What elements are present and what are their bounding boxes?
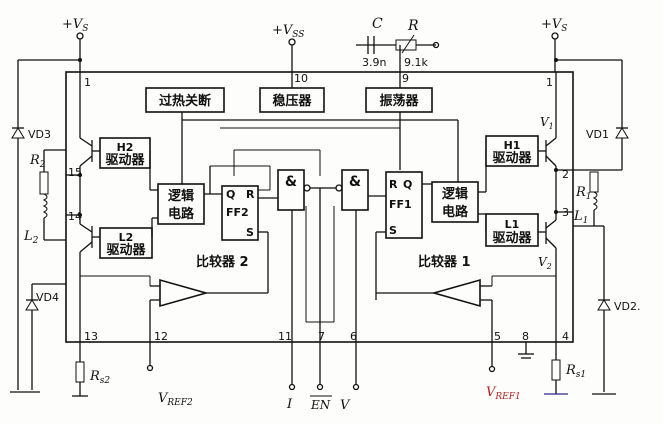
rs1-label: Rs1 (565, 363, 586, 380)
l2-driver-line1: L2 (119, 231, 134, 244)
r-value: 9.1k (404, 56, 428, 69)
logic-right-line1: 逻辑 (442, 186, 468, 202)
h1-driver-line1: H1 (504, 139, 521, 152)
r2-label: R2 (29, 153, 46, 170)
vd1-label: VD1 (586, 128, 609, 141)
oscillator-label: 振荡器 (379, 93, 419, 109)
vd2-label: VD2. (614, 300, 641, 313)
pin-5: 5 (494, 330, 501, 343)
pin-12: 12 (154, 330, 168, 343)
logic-left-line2: 电路 (168, 206, 195, 222)
comparator-1-symbol (431, 278, 481, 308)
logic-right-line2: 电路 (442, 204, 469, 220)
r1-label: R1 (575, 185, 592, 202)
vref2-label: VREF2 (158, 391, 193, 408)
pin-2: 2 (562, 168, 569, 181)
pin-11: 11 (278, 330, 292, 343)
ff2-block (221, 185, 259, 241)
h2-driver-line2: 驱动器 (105, 153, 145, 168)
pin-1-right: 1 (546, 76, 553, 89)
logic-left-line1: 逻辑 (168, 188, 194, 204)
pin-7: 7 (318, 330, 325, 343)
l1-driver-line1: L1 (505, 218, 520, 231)
h1-driver-block (485, 135, 539, 167)
vd4-label: VD4 (36, 291, 59, 304)
comparator-2-label: 比较器 2 (196, 254, 249, 270)
vs-right-terminal (551, 32, 559, 40)
in-right-label: V (340, 398, 351, 413)
vss-label: +VSS (272, 23, 304, 40)
pin-9: 9 (402, 72, 409, 85)
comparator-2-symbol (159, 278, 209, 308)
logic-right-block (431, 181, 479, 223)
pin-4: 4 (562, 330, 569, 343)
c-value: 3.9n (362, 56, 386, 69)
regulator-block (259, 87, 325, 113)
ff2-q: Q (226, 188, 235, 201)
h2-driver-line1: H2 (117, 141, 134, 154)
ff2-name: FF2 (226, 206, 249, 219)
and-gate-right (341, 169, 369, 211)
pin-13: 13 (84, 330, 98, 343)
l1-label: L1 (573, 209, 588, 226)
l2-driver-line2: 驱动器 (106, 243, 146, 258)
regulator-label: 稳压器 (272, 93, 312, 109)
thermal-shutdown-block (145, 87, 225, 113)
h1-driver-line2: 驱动器 (492, 151, 532, 166)
ff1-s: S (389, 224, 397, 237)
l1-driver-line2: 驱动器 (492, 231, 532, 246)
oscillator-block (365, 87, 433, 113)
en-label: EN (310, 398, 331, 412)
v1-label: V1 (540, 115, 554, 131)
ff1-q: Q (403, 178, 412, 191)
ff1-r: R (389, 178, 398, 191)
v2-label: V2 (538, 255, 552, 271)
thermal-shutdown-label: 过热关断 (159, 93, 211, 109)
logic-left-block (157, 183, 205, 225)
and-left-symbol: & (285, 174, 297, 190)
vd3-label: VD3 (28, 128, 51, 141)
pin-14: 14 (68, 210, 82, 223)
pin-10: 10 (294, 72, 308, 85)
comparator-1-label: 比较器 1 (418, 254, 471, 270)
ff2-r: R (246, 188, 255, 201)
vs-left-label: +VS (62, 17, 88, 34)
pin-1-left: 1 (84, 76, 91, 89)
vref1-label: VREF1 (486, 385, 521, 402)
l1-driver-block (485, 213, 539, 247)
pin-6: 6 (350, 330, 357, 343)
rs2-label: Rs2 (89, 369, 110, 386)
and-right-symbol: & (349, 174, 361, 190)
r-label: R (407, 18, 419, 34)
ff2-s: S (246, 226, 254, 239)
ff1-block (385, 171, 423, 239)
ff1-name: FF1 (389, 198, 412, 211)
in-left-label: I (286, 397, 293, 412)
pin-8: 8 (522, 330, 529, 343)
pin-15: 15 (68, 166, 82, 179)
l2-driver-block (99, 227, 153, 259)
vs-right-label: +VS (541, 17, 567, 34)
l2-label: L2 (23, 229, 39, 246)
c-label: C (372, 16, 383, 32)
